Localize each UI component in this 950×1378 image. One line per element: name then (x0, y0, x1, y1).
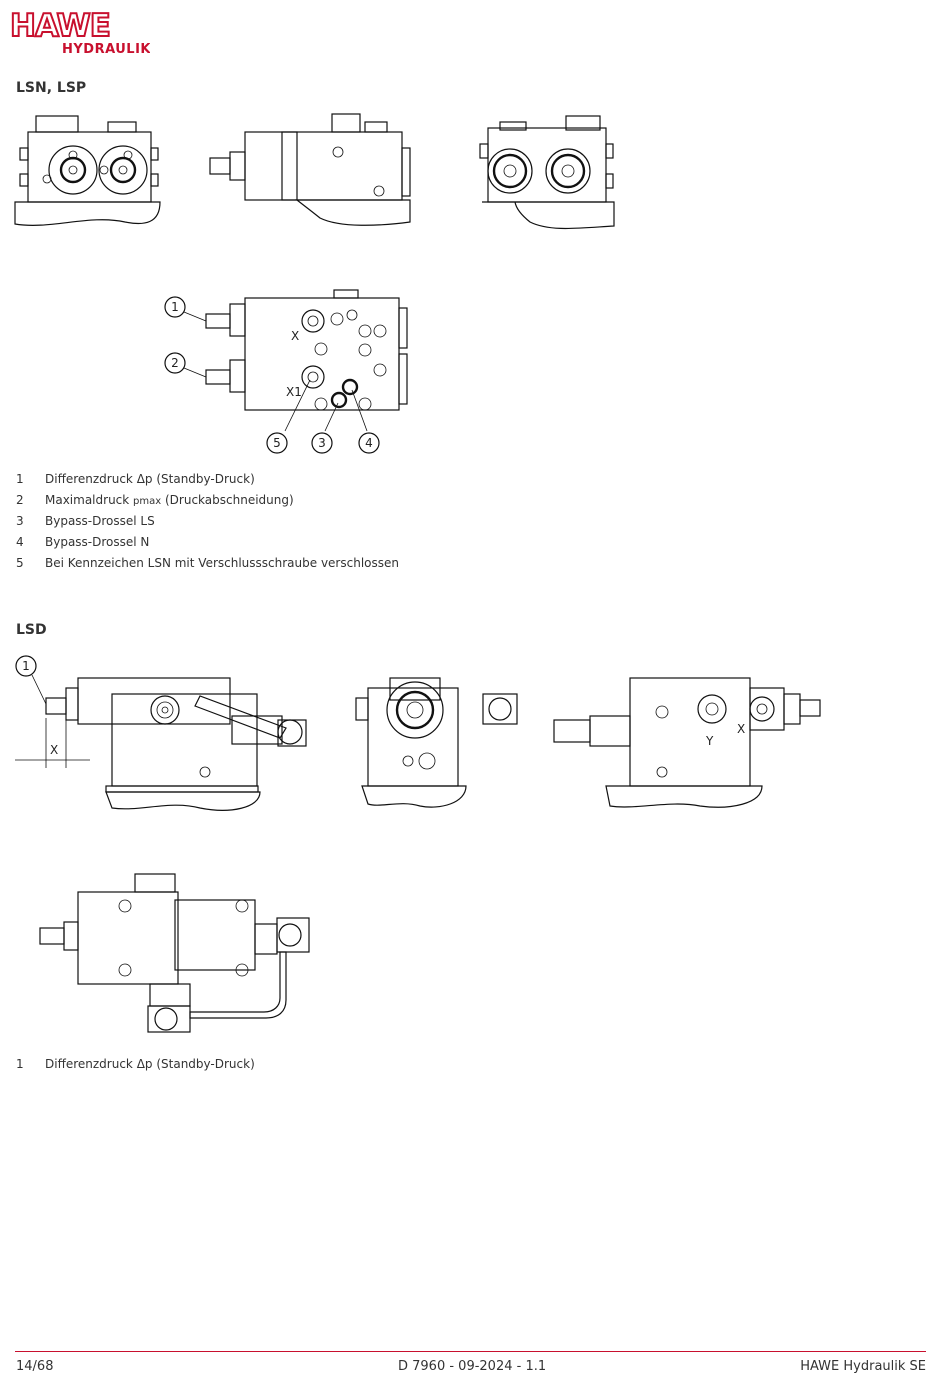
legend-num: 4 (16, 535, 24, 549)
legend-text-after: (Druckabschneidung) (161, 493, 294, 507)
lsd-views-drawing: 1 X Y (15, 655, 821, 811)
legend-text: Bei Kennzeichen LSN mit Verschlussschrau… (45, 556, 399, 570)
lsd-right-view: Y X (553, 677, 821, 808)
section-title-lsd: LSD (16, 622, 47, 638)
legend-subscript: pmax (133, 496, 162, 507)
lsd-port-label-y: Y (705, 734, 714, 748)
legend-text: Differenzdruck Δp (Standby-Druck) (45, 472, 255, 486)
legend-num: 3 (16, 514, 24, 528)
lsd-left-view: 1 X (15, 655, 307, 811)
callout-3: 3 (318, 436, 326, 450)
logo-wordmark: HAWE (10, 8, 110, 44)
callout-4: 4 (365, 436, 373, 450)
lsd-port-label-x: X (737, 722, 745, 736)
footer-document-id: D 7960 - 09-2024 - 1.1 (398, 1359, 547, 1374)
lsn-rear-view (479, 115, 615, 230)
lsn-side-view (209, 113, 411, 226)
lsd-callout-1: 1 (22, 659, 30, 673)
lsn-annotated-drawing: X X1 1 2 5 3 4 (164, 289, 408, 454)
legend-text: Differenzdruck Δp (Standby-Druck) (45, 1057, 255, 1071)
lsn-legend: 1 Differenzdruck Δp (Standby-Druck) 2 Ma… (16, 472, 616, 572)
hawe-logo: HAWE HYDRAULIK (8, 6, 150, 58)
legend-text-group: Maximaldruck pmax (Druckabschneidung) (45, 493, 294, 507)
lsd-bottom-view-drawing (39, 873, 310, 1033)
lsd-legend: 1 Differenzdruck Δp (Standby-Druck) (16, 1057, 616, 1077)
lsn-front-view (14, 115, 161, 226)
legend-num: 1 (16, 1057, 24, 1071)
section-title-lsn: LSN, LSP (16, 80, 87, 96)
callout-2: 2 (171, 356, 179, 370)
footer-page-number: 14/68 (16, 1359, 54, 1374)
callout-5: 5 (273, 436, 281, 450)
port-label-x1: X1 (286, 385, 302, 399)
footer-divider (15, 1351, 926, 1352)
legend-num: 2 (16, 493, 24, 507)
callout-1: 1 (171, 300, 179, 314)
lsd-front-view (355, 677, 518, 808)
port-label-x: X (291, 329, 299, 343)
legend-num: 5 (16, 556, 24, 570)
footer-company: HAWE Hydraulik SE (800, 1359, 926, 1374)
lsn-views-drawing (14, 113, 615, 230)
legend-num: 1 (16, 472, 24, 486)
lsd-dimension-x: X (50, 743, 58, 757)
logo-subtext: HYDRAULIK (62, 42, 150, 57)
legend-text: Bypass-Drossel LS (45, 514, 155, 528)
legend-text: Maximaldruck (45, 493, 134, 507)
legend-text: Bypass-Drossel N (45, 535, 150, 549)
